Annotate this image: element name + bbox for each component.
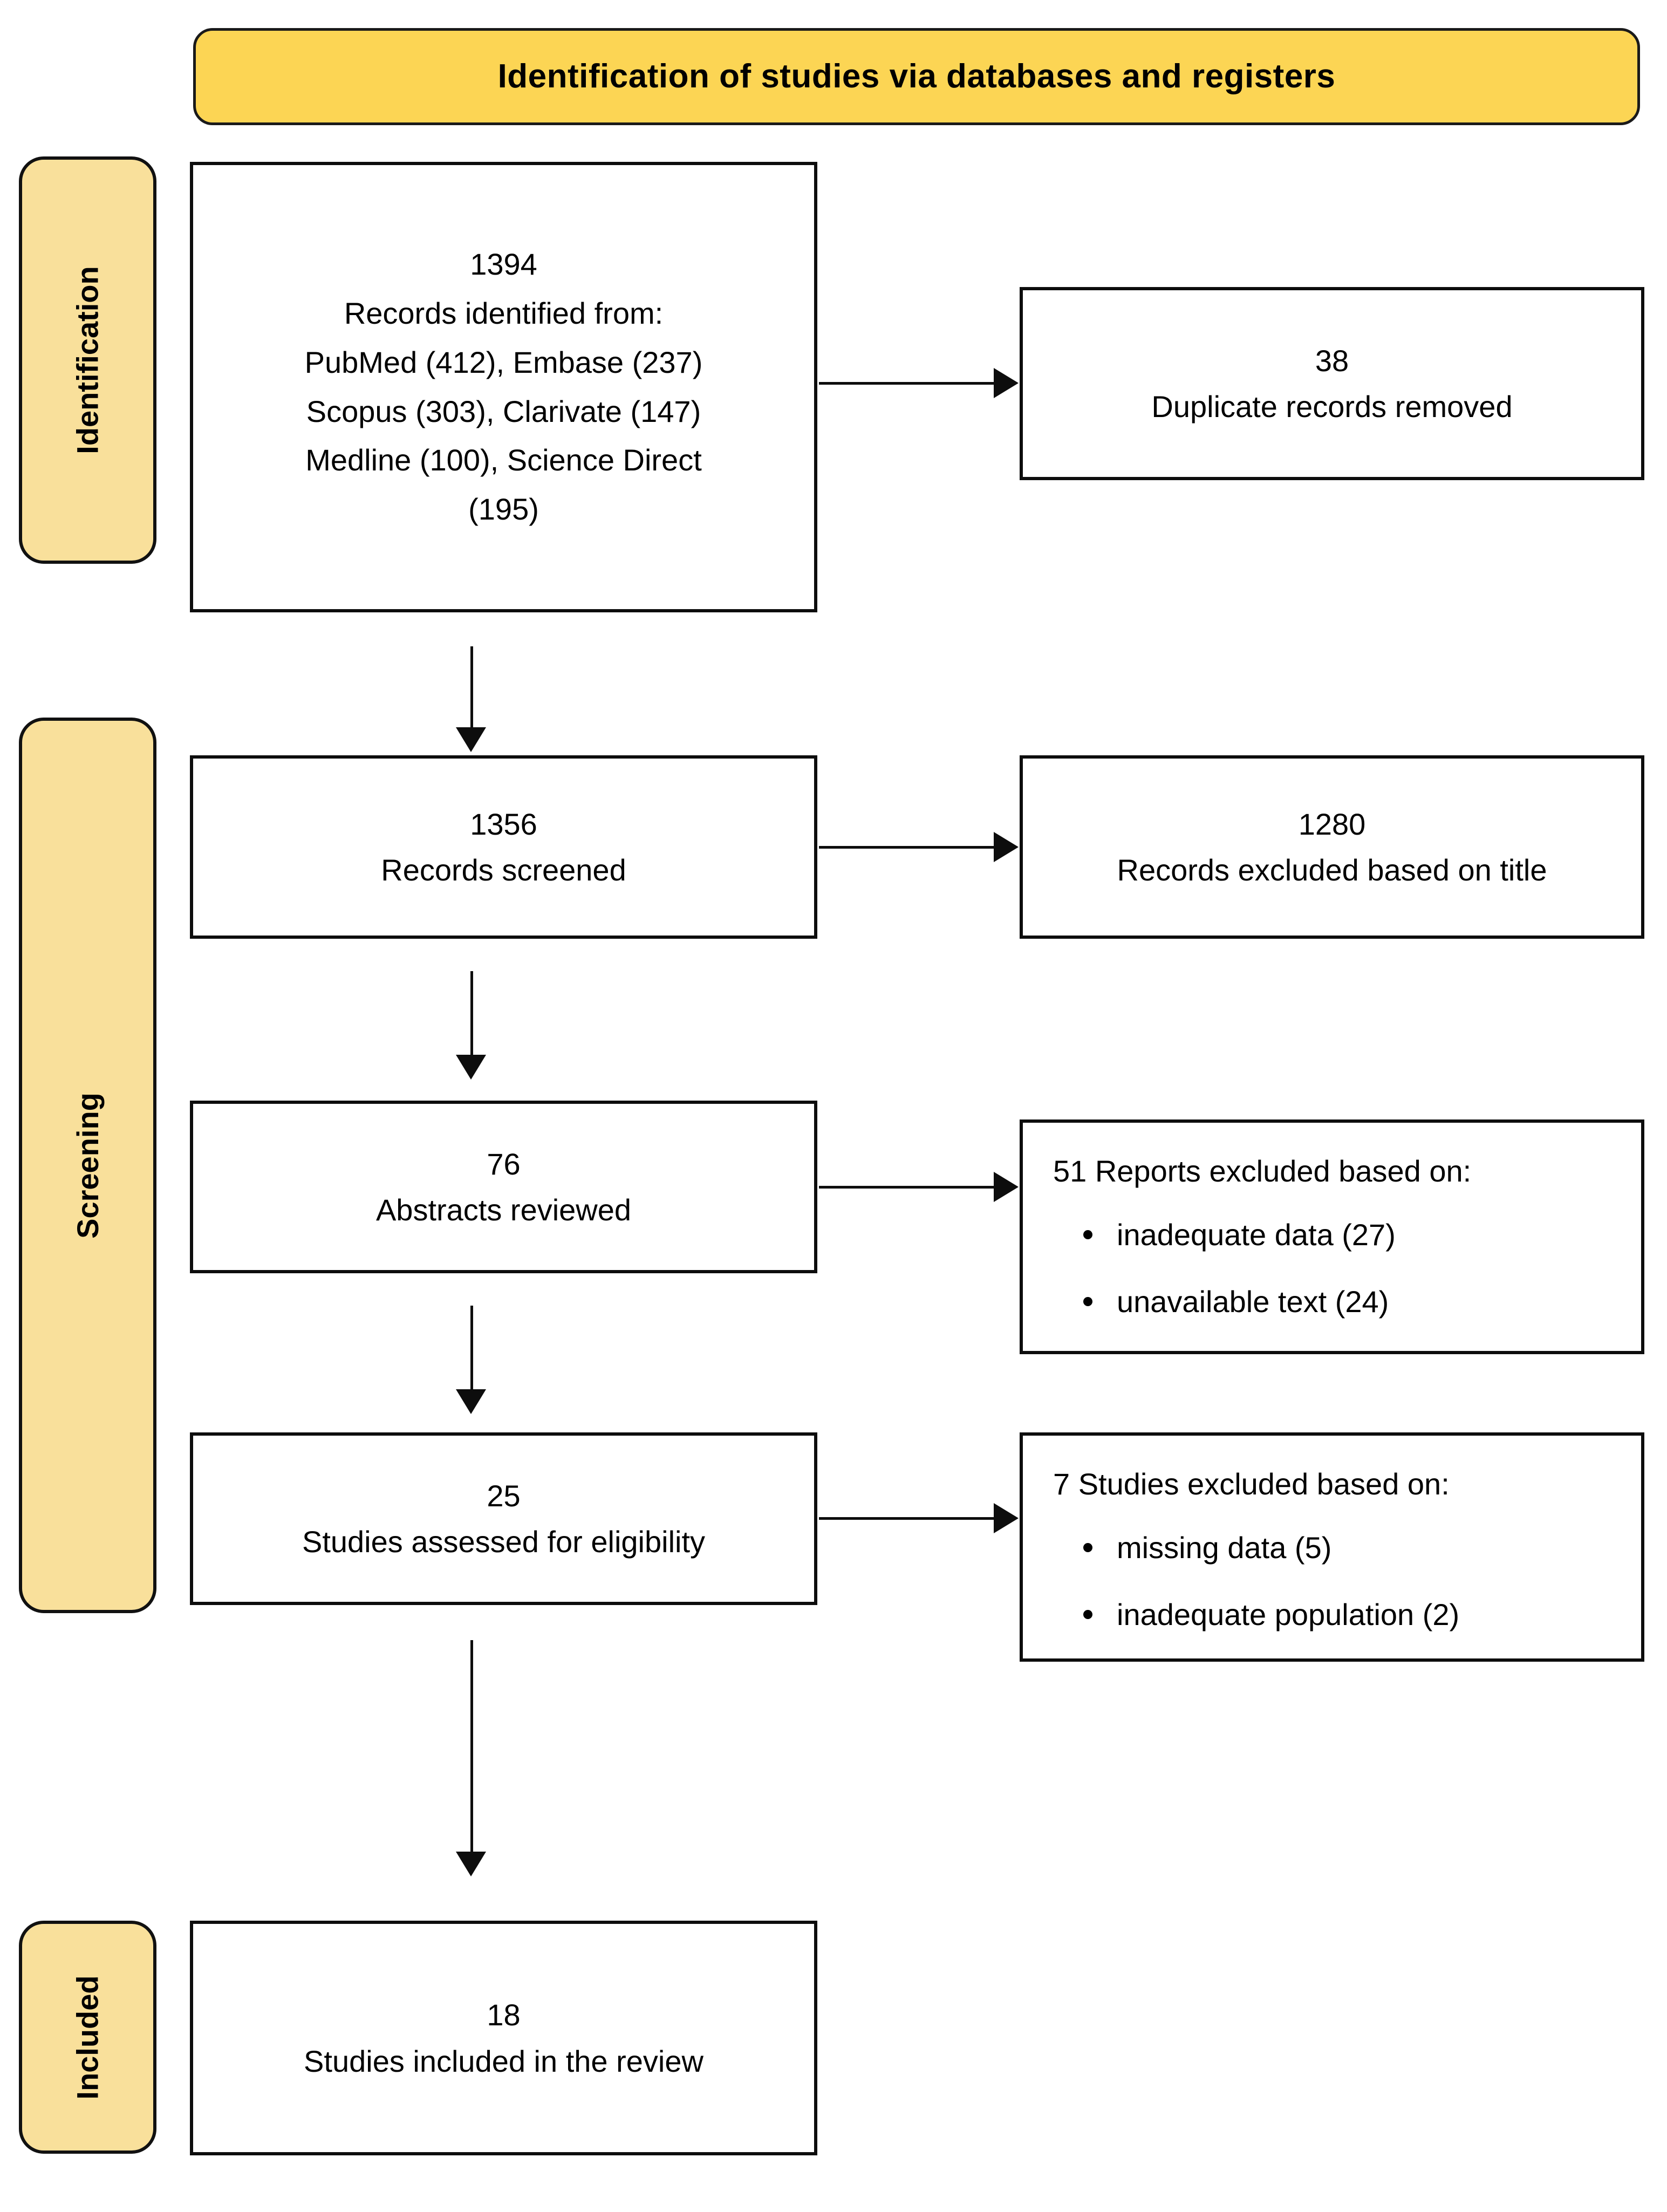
records-identified-sources-2: Scopus (303), Clarivate (147) — [306, 394, 701, 428]
arrow-identified-to-duplicates-line — [819, 382, 997, 385]
arrow-abstracts-to-reports-excluded-line — [819, 1186, 997, 1189]
node-records-screened: 1356 Records screened — [190, 755, 817, 939]
stage-label-screening: Screening — [19, 718, 156, 1613]
arrow-abstracts-to-reports-excluded-head-icon — [994, 1172, 1019, 1202]
stage-label-identification-text: Identification — [71, 266, 105, 454]
node-studies-excluded: 7 Studies excluded based on: missing dat… — [1020, 1432, 1644, 1662]
node-reports-excluded: 51 Reports excluded based on: inadequate… — [1020, 1119, 1644, 1354]
node-abstracts-reviewed: 76 Abstracts reviewed — [190, 1101, 817, 1273]
studies-excluded-reason-list: missing data (5) inadequate population (… — [1053, 1529, 1459, 1634]
arrow-eligibility-to-studies-excluded-head-icon — [994, 1503, 1019, 1533]
records-screened-label: Records screened — [381, 853, 626, 887]
excluded-title-count: 1280 — [1298, 807, 1366, 841]
excluded-title-label: Records excluded based on title — [1117, 853, 1547, 887]
included-label: Studies included in the review — [304, 2044, 703, 2078]
arrow-screened-to-abstracts-head-icon — [456, 1055, 486, 1080]
arrow-identified-to-screened-line — [470, 646, 473, 732]
list-item: missing data (5) — [1083, 1529, 1459, 1567]
stage-label-screening-text: Screening — [71, 1092, 105, 1239]
diagram-header-banner: Identification of studies via databases … — [193, 28, 1640, 125]
diagram-title: Identification of studies via databases … — [497, 57, 1336, 95]
list-item: inadequate data (27) — [1083, 1216, 1396, 1254]
records-identified-sources-1: PubMed (412), Embase (237) — [304, 345, 703, 379]
list-item: inadequate population (2) — [1083, 1596, 1459, 1634]
node-duplicate-records-removed: 38 Duplicate records removed — [1020, 287, 1644, 480]
arrow-eligibility-to-studies-excluded-line — [819, 1517, 997, 1520]
studies-excluded-heading: 7 Studies excluded based on: — [1053, 1467, 1450, 1501]
duplicates-count: 38 — [1315, 343, 1349, 378]
stage-label-included-text: Included — [70, 1975, 105, 2100]
stage-label-included: Included — [19, 1921, 156, 2154]
node-records-identified: 1394 Records identified from: PubMed (41… — [190, 162, 817, 612]
arrow-eligibility-to-included-head-icon — [456, 1852, 486, 1876]
list-item: unavailable text (24) — [1083, 1283, 1396, 1321]
stage-label-identification: Identification — [19, 156, 156, 564]
arrow-abstracts-to-eligibility-head-icon — [456, 1389, 486, 1414]
node-studies-included: 18 Studies included in the review — [190, 1921, 817, 2155]
eligibility-label: Studies assessed for eligibility — [302, 1525, 706, 1559]
abstracts-count: 76 — [487, 1146, 521, 1181]
records-screened-count: 1356 — [470, 807, 537, 841]
records-identified-count: 1394 — [470, 247, 537, 282]
node-studies-assessed-eligibility: 25 Studies assessed for eligibility — [190, 1432, 817, 1605]
included-count: 18 — [487, 1998, 521, 2032]
reports-excluded-heading: 51 Reports excluded based on: — [1053, 1154, 1472, 1188]
arrow-screened-to-excluded-head-icon — [994, 832, 1019, 862]
arrow-eligibility-to-included-line — [470, 1640, 473, 1856]
arrow-identified-to-screened-head-icon — [456, 727, 486, 752]
records-identified-sources-4: (195) — [468, 491, 539, 526]
arrow-identified-to-duplicates-head-icon — [994, 368, 1019, 398]
arrow-screened-to-excluded-line — [819, 846, 997, 849]
eligibility-count: 25 — [487, 1478, 521, 1513]
duplicates-label: Duplicate records removed — [1151, 390, 1513, 424]
arrow-screened-to-abstracts-line — [470, 971, 473, 1059]
records-identified-sources-3: Medline (100), Science Direct — [305, 443, 702, 477]
arrow-abstracts-to-eligibility-line — [470, 1306, 473, 1393]
records-identified-label: Records identified from: — [344, 296, 664, 331]
node-records-excluded-title: 1280 Records excluded based on title — [1020, 755, 1644, 939]
reports-excluded-reason-list: inadequate data (27) unavailable text (2… — [1053, 1216, 1396, 1321]
abstracts-label: Abstracts reviewed — [375, 1193, 632, 1227]
